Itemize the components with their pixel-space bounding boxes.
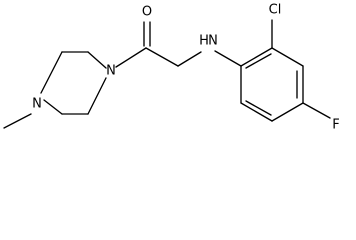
- molecule-svg: N N O H N Cl F: [3, 3, 340, 133]
- chemical-structure-diagram: N N O H N Cl F: [3, 2, 340, 133]
- bond-carbonyl-ch2: [145, 47, 179, 67]
- bond-nh-aryl: [214, 50, 242, 67]
- aromatic-inner-bond-top: [245, 53, 272, 69]
- fluorine-label: F: [332, 118, 339, 133]
- bond-aryl-fluorine: [302, 102, 331, 119]
- bond-ring-n2-c3: [87, 77, 107, 115]
- piperazine-nitrogen-right-label: N: [106, 64, 116, 79]
- chlorine-label: Cl: [269, 3, 282, 18]
- bond-ring-c2-n2: [87, 51, 107, 69]
- amine-hydrogen-label: H: [199, 34, 209, 49]
- bond-ring-n1-c1: [40, 51, 63, 94]
- bond-aryl-4-5: [271, 102, 304, 122]
- piperazine-nitrogen-left-label: N: [32, 97, 42, 112]
- carbonyl-oxygen-label: O: [142, 5, 152, 20]
- bond-ch2-nh: [177, 51, 202, 67]
- bond-methyl-n: [3, 113, 32, 129]
- bond-ring-c4-n1: [43, 99, 63, 115]
- bond-aryl-5-6: [240, 102, 273, 122]
- amine-nitrogen-label: N: [208, 34, 218, 49]
- bond-n2-carbonyl: [115, 47, 147, 68]
- bond-aryl-1-2: [240, 47, 273, 67]
- bond-aryl-2-3: [271, 47, 304, 67]
- aromatic-inner-bond-bottom: [245, 100, 272, 116]
